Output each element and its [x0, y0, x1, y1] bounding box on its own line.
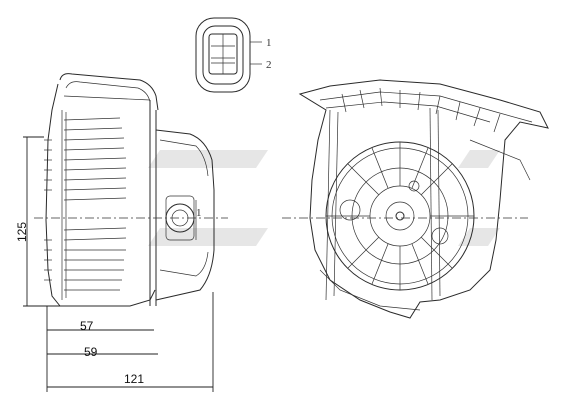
side-view: 1 [34, 73, 228, 307]
connector-pin-1-label: 1 [266, 37, 272, 49]
connector-view: 1 2 [195, 17, 272, 93]
depth-57-value: 57 [80, 319, 94, 333]
front-view [282, 79, 549, 319]
dimension-depth-59: 59 [47, 345, 158, 359]
dimension-height: 125 [15, 136, 60, 307]
edge-ticks [44, 139, 52, 281]
connector-pin-2-label: 2 [266, 59, 272, 71]
height-value: 125 [15, 222, 29, 242]
overall-width-value: 121 [124, 372, 144, 386]
depth-59-value: 59 [84, 345, 98, 359]
fan-slats-side [63, 117, 127, 291]
fan-blades [326, 142, 474, 290]
housing-ribs [341, 87, 501, 133]
motor-label: 1 [196, 207, 202, 219]
dimension-overall-width: 121 [46, 292, 214, 392]
watermark [148, 150, 500, 246]
dimension-depth-57: 57 [47, 319, 154, 333]
